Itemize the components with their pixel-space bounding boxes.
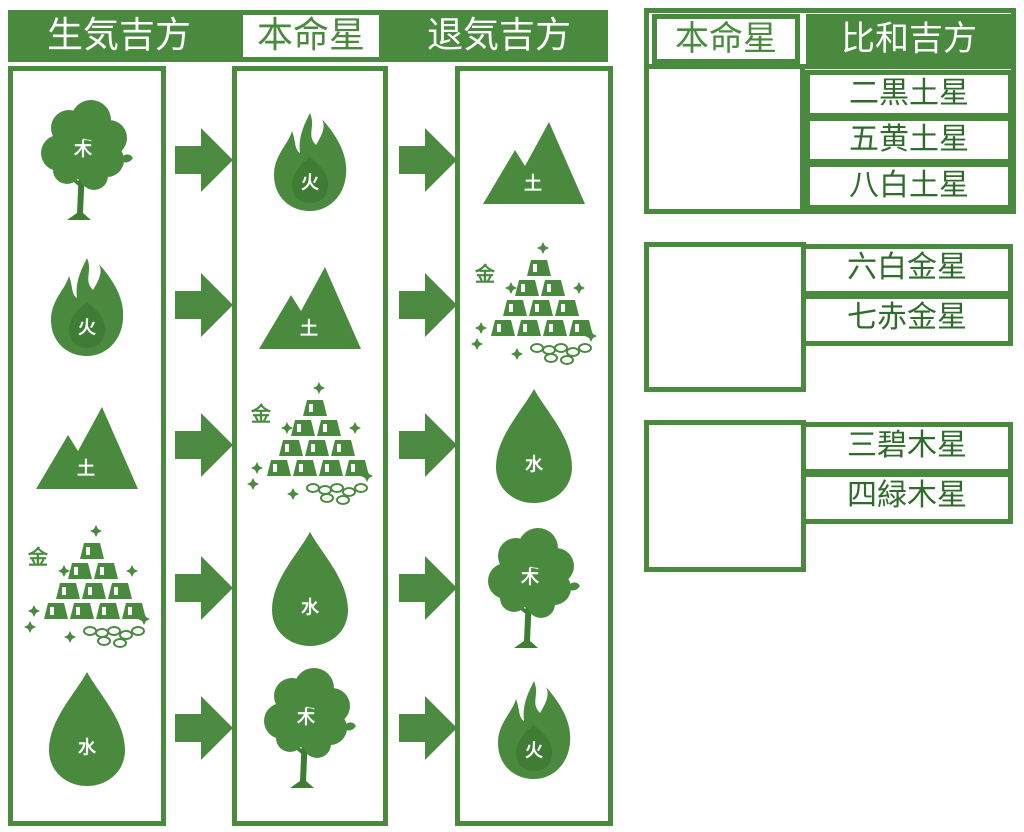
hiwa-header-rule [644,64,1016,69]
metal-element-icon: 金 [247,382,373,505]
star-label: 八白土星 [805,162,1013,210]
star-label: 六白金星 [801,244,1013,296]
hiwa-header-hiwa: 比和吉方 [806,14,1012,64]
element-kanji: 土 [524,174,542,195]
water-element-icon: 水 [49,672,125,786]
earth-element-icon: 土 [36,407,138,489]
hiwa-divider [800,64,805,214]
flow-arrow-icon [175,556,233,620]
flow-arrow-icon [175,696,233,760]
star-label: 三碧木星 [801,422,1013,474]
earth-element-icon: 土 [259,267,361,349]
element-kanji: 火 [301,173,320,194]
fire-element-icon: 火 [498,681,571,779]
flow-arrow-icon [399,273,457,337]
header-taiki: 退気吉方 [426,15,571,56]
hiwa-group-wood-box [644,420,806,572]
flow-arrow-icon [399,696,457,760]
flow-arrow-icon [399,556,457,620]
element-kanji: 土 [300,319,318,340]
header-seiki: 生気吉方 [46,15,191,56]
element-kanji: 火 [78,318,97,339]
element-kanji: 木 [296,707,316,729]
water-element-icon: 水 [496,389,572,503]
wood-element-icon: 木 [41,100,133,220]
star-label: 五黄土星 [805,116,1013,164]
element-kanji: 水 [301,597,320,619]
star-label: 七赤金星 [801,294,1013,346]
metal-element-icon: 金 [24,525,150,648]
element-kanji: 水 [78,737,97,759]
flow-arrow-icon [399,128,457,192]
flow-arrow-icon [175,128,233,192]
flow-arrow-icon [399,413,457,477]
earth-element-icon: 土 [483,122,585,204]
element-kanji: 木 [520,567,540,589]
metal-element-icon: 金 [471,242,597,365]
element-kanji: 金 [474,262,496,286]
water-element-icon: 水 [272,532,348,646]
element-kanji: 土 [77,459,95,480]
element-kanji: 金 [27,545,49,569]
flow-arrow-icon [175,273,233,337]
element-kanji: 木 [73,139,93,161]
element-kanji: 火 [525,741,544,762]
hiwa-header-honmei: 本命星 [652,14,800,64]
hiwa-group-metal-box [644,242,806,392]
flow-arrow-icon [175,413,233,477]
star-label: 四緑木星 [801,472,1013,524]
fire-element-icon: 火 [51,258,124,356]
element-kanji: 水 [525,454,544,476]
wood-element-icon: 木 [488,528,580,648]
wood-element-icon: 木 [264,668,356,788]
element-kanji: 金 [250,402,272,426]
star-label: 二黒土星 [805,70,1013,118]
header-honmei: 本命星 [238,10,384,62]
fire-element-icon: 火 [274,113,347,211]
